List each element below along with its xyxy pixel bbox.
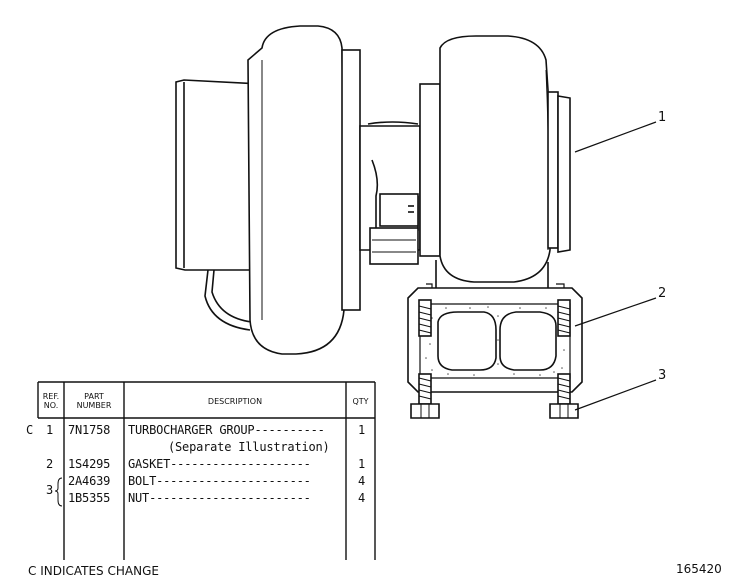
row-description: BOLT---------------------- bbox=[128, 474, 311, 488]
parts-table-grid bbox=[37, 381, 376, 560]
center-housing bbox=[359, 121, 421, 265]
change-note: C INDICATES CHANGE bbox=[28, 564, 159, 578]
compressor-housing bbox=[247, 25, 361, 355]
row-ref: 2 bbox=[46, 457, 54, 471]
row-part-number: 2A4639 bbox=[68, 474, 111, 488]
row-qty: 1 bbox=[358, 423, 366, 437]
row-description: (Separate Illustration) bbox=[168, 440, 330, 454]
row-description: GASKET-------------------- bbox=[128, 457, 311, 471]
lower-bolts bbox=[410, 373, 579, 419]
header-part-number: PART NUMBER bbox=[76, 392, 112, 410]
header-description: DESCRIPTION bbox=[207, 397, 263, 406]
row-qty: 4 bbox=[358, 491, 366, 505]
callout-2: 2 bbox=[658, 286, 667, 301]
callout-leaders bbox=[574, 121, 657, 411]
turbine-housing bbox=[419, 35, 571, 283]
header-qty: QTY bbox=[352, 397, 369, 406]
row-description: NUT----------------------- bbox=[128, 491, 311, 505]
row-change-flag: C bbox=[26, 423, 34, 437]
row-part-number: 1B5355 bbox=[68, 491, 111, 505]
row-part-number: 1S4295 bbox=[68, 457, 111, 471]
row-ref: 3 bbox=[46, 483, 54, 497]
callout-3: 3 bbox=[658, 368, 667, 383]
row-qty: 4 bbox=[358, 474, 366, 488]
turbine-flange bbox=[407, 287, 583, 393]
row-ref: 1 bbox=[46, 423, 54, 437]
row-qty: 1 bbox=[358, 457, 366, 471]
row-part-number: 7N1758 bbox=[68, 423, 111, 437]
callout-1: 1 bbox=[658, 110, 667, 125]
upper-bolts bbox=[418, 299, 571, 337]
figure-number: 165420 bbox=[676, 562, 722, 576]
row-description: TURBOCHARGER GROUP---------- bbox=[128, 423, 325, 437]
header-ref-no: REF. NO. bbox=[42, 392, 60, 410]
